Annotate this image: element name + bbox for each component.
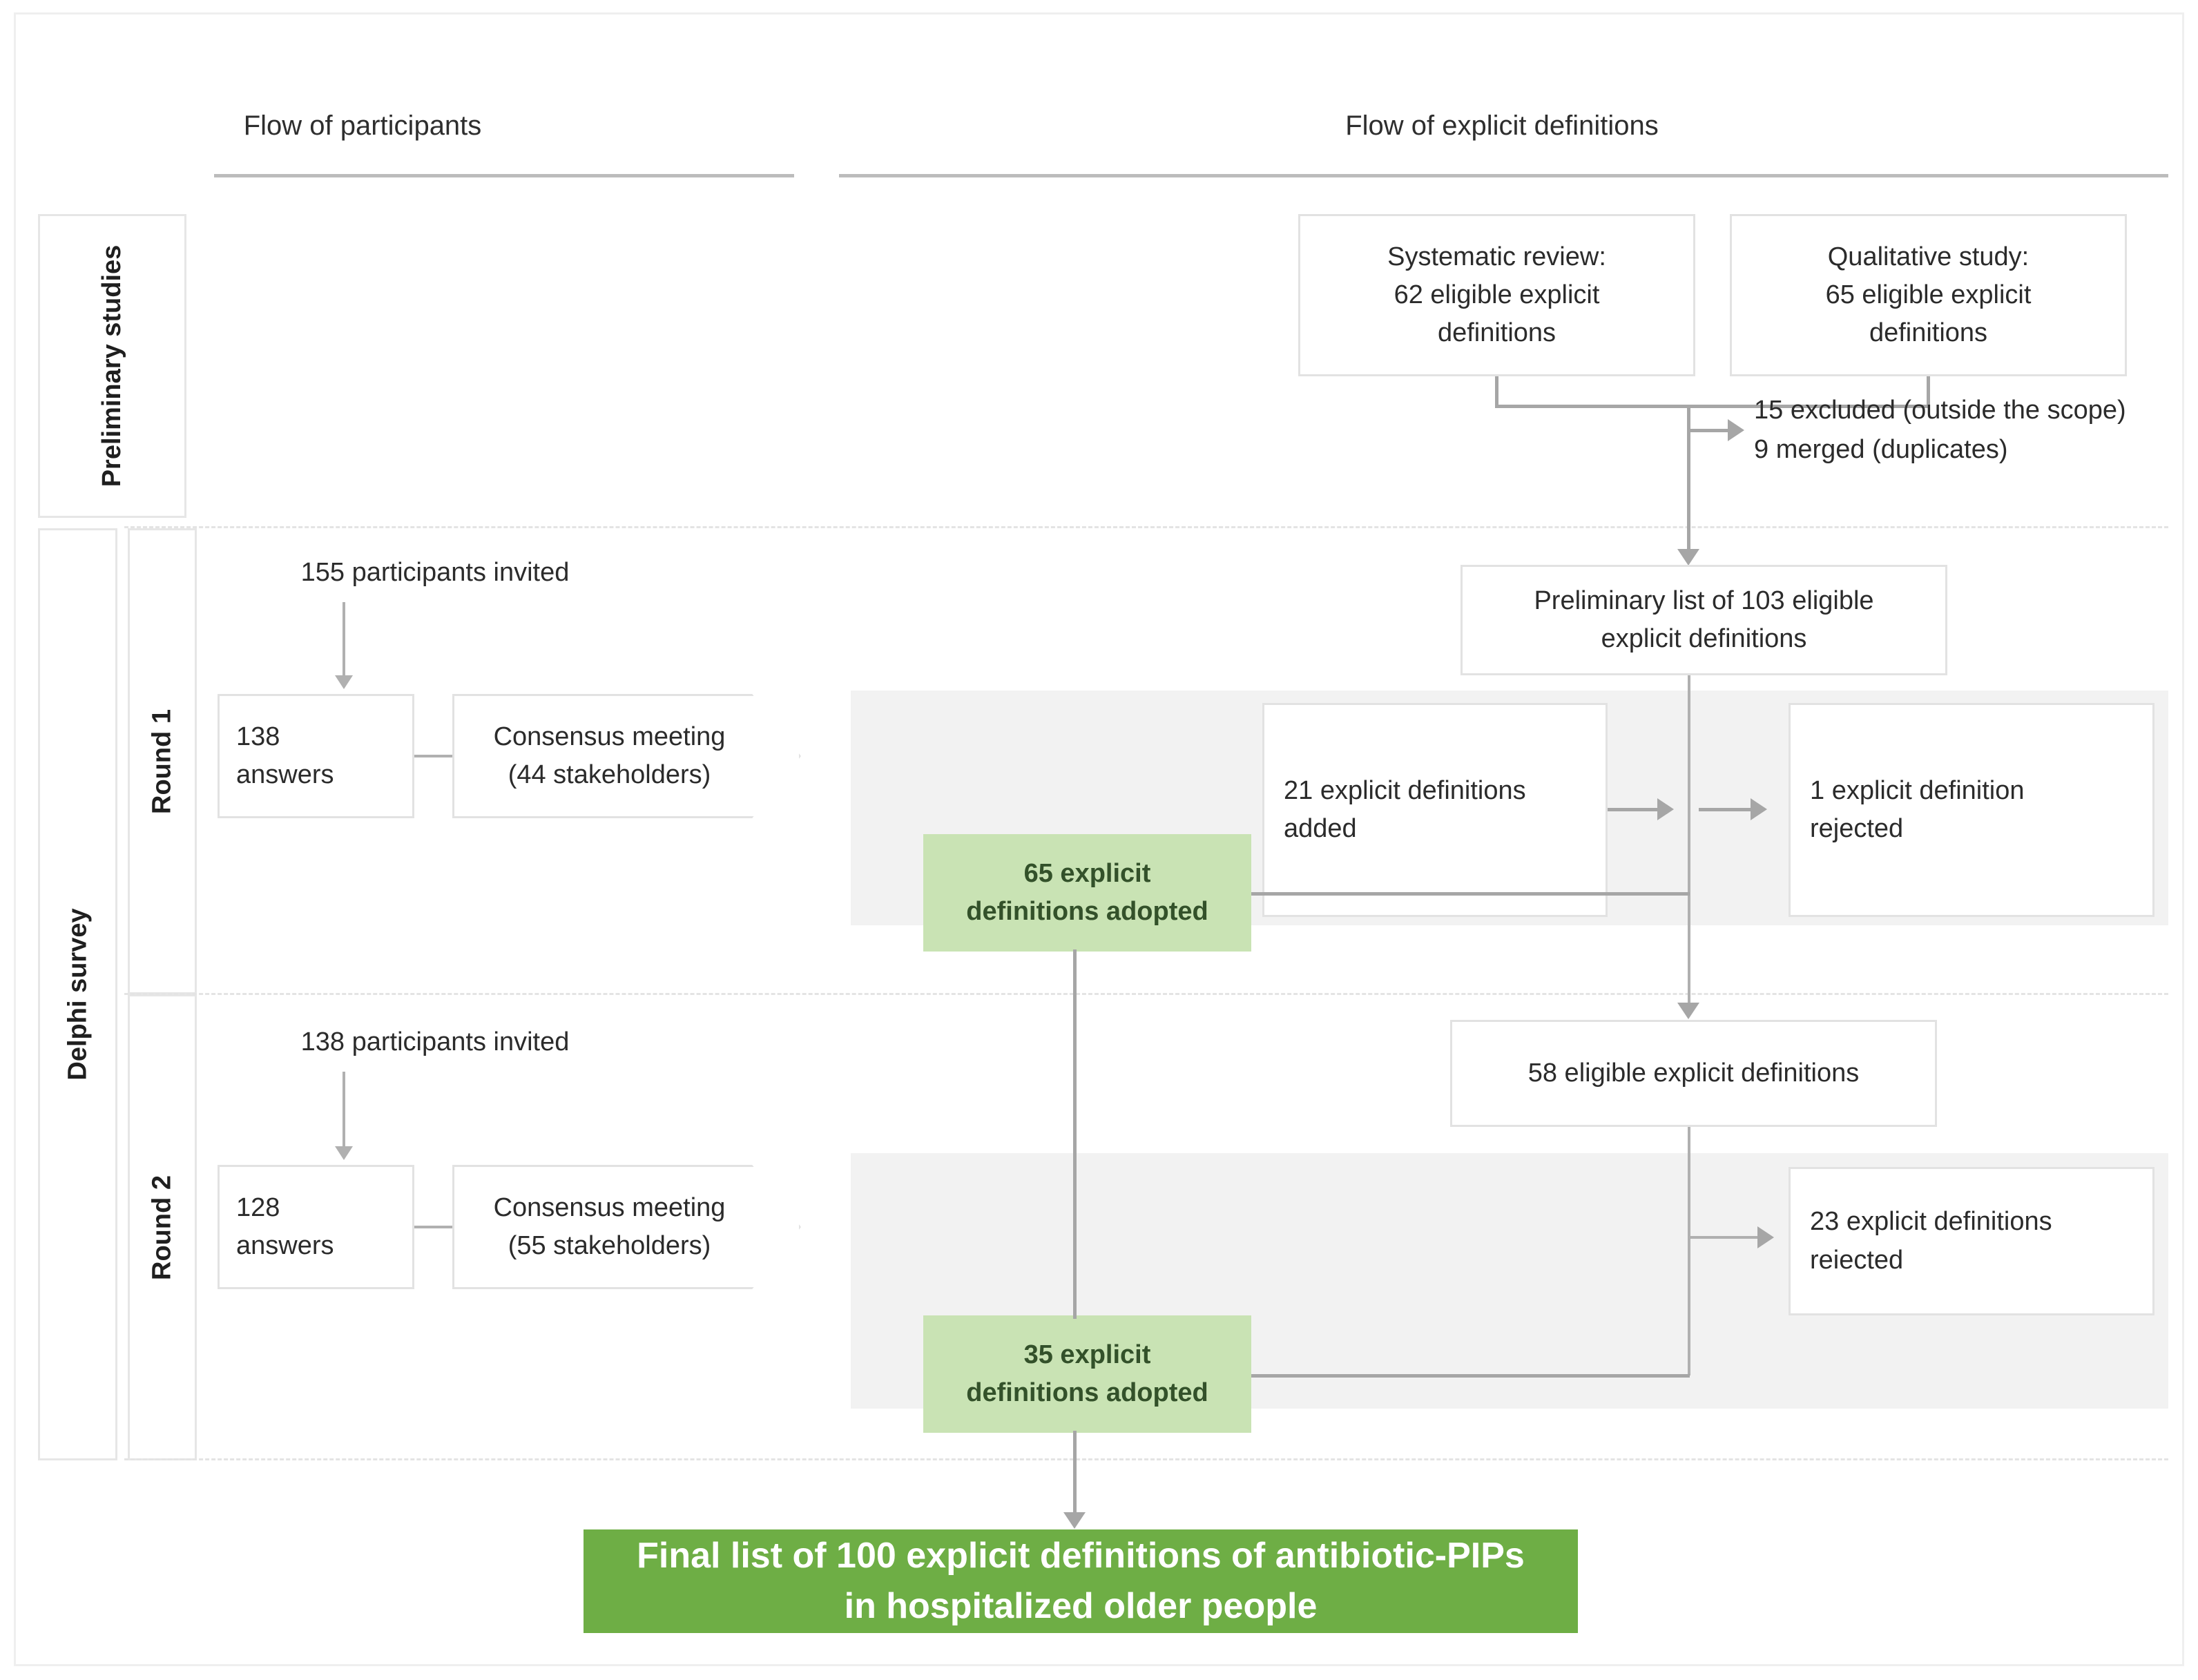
connector-round1-invited-to-answers [343,602,345,678]
column-header-participants: Flow of participants [243,110,482,141]
lane-preliminary-studies: Preliminary studies [38,214,186,518]
lane-label-round-2: Round 2 [147,1175,177,1280]
node-round1-added: 21 explicit definitions added [1262,703,1608,917]
spine-adopted-to-final [1073,1431,1077,1520]
spine-adopted-round1-down [1073,949,1077,1319]
arrowhead-to-round2-eligible [1677,1003,1699,1019]
lane-round-1: Round 1 [128,528,197,994]
arrowhead-round1-rejected [1751,798,1767,820]
spine-round2 [1688,1127,1690,1375]
arrowhead-exclusions [1728,419,1744,441]
column-rule-definitions [839,174,2168,177]
node-round2-consensus-meeting: Consensus meeting (55 stakeholders) [452,1165,801,1289]
arrowhead-to-final-banner [1063,1512,1086,1529]
connector-round2-answers-to-meeting [414,1226,456,1228]
node-final-list-banner: Final list of 100 explicit definitions o… [584,1529,1578,1633]
connector-round1-rejected-arrow [1699,808,1761,811]
column-rule-participants [214,174,794,177]
spine-round1 [1688,675,1690,1007]
node-round1-consensus-meeting: Consensus meeting (44 stakeholders) [452,694,801,818]
node-round1-answers: 138 answers [218,694,414,818]
node-round2-adopted: 35 explicit definitions adopted [923,1315,1251,1433]
arrowhead-round1-answers [335,675,353,689]
separator-round1-round2 [124,993,2168,995]
lane-label-delphi-survey: Delphi survey [63,908,92,1081]
node-qualitative-study: Qualitative study: 65 eligible explicit … [1730,214,2127,376]
connector-round2-rejected-arrow [1690,1236,1766,1239]
connector-systematic-stub [1495,376,1498,407]
node-round2-rejected: 23 explicit definitions reiected [1789,1167,2154,1315]
connector-round1-adopted-arrow [954,892,1690,896]
label-exclusions: 15 excluded (outside the scope) 9 merged… [1754,396,2126,464]
label-round1-participants-invited: 155 participants invited [300,558,570,588]
connector-round1-answers-to-meeting [414,755,456,757]
connector-round2-adopted-arrow [954,1374,1690,1378]
arrowhead-round2-answers [335,1146,353,1160]
lane-round-2: Round 2 [128,994,197,1460]
connector-round2-invited-to-answers [343,1072,345,1149]
lane-label-preliminary-studies: Preliminary studies [97,244,126,487]
lane-label-round-1: Round 1 [147,708,177,814]
node-round1-rejected: 1 explicit definition rejected [1789,703,2154,917]
node-round1-adopted: 65 explicit definitions adopted [923,834,1251,952]
separator-round2-final [124,1458,2168,1460]
node-preliminary-list: Preliminary list of 103 eligible explici… [1460,565,1947,675]
arrowhead-to-preliminary-list [1677,549,1699,566]
node-systematic-review: Systematic review: 62 eligible explicit … [1298,214,1695,376]
connector-merge-down [1687,405,1690,553]
connector-merge-horizontal [1495,405,1930,408]
label-round2-participants-invited: 138 participants invited [300,1027,570,1057]
separator-preliminary-round1 [124,526,2168,528]
connector-round1-added-arrow [1608,808,1670,811]
column-header-definitions: Flow of explicit definitions [1345,110,1659,141]
arrowhead-round2-rejected [1757,1226,1774,1248]
connector-exclusion-horizontal [1688,429,1730,432]
arrowhead-round1-added [1657,798,1674,820]
diagram-border [14,12,2184,1666]
node-round2-eligible: 58 eligible explicit definitions [1450,1020,1937,1127]
connector-qualitative-stub [1927,376,1930,407]
node-round2-answers: 128 answers [218,1165,414,1289]
lane-delphi-survey: Delphi survey [38,528,117,1460]
